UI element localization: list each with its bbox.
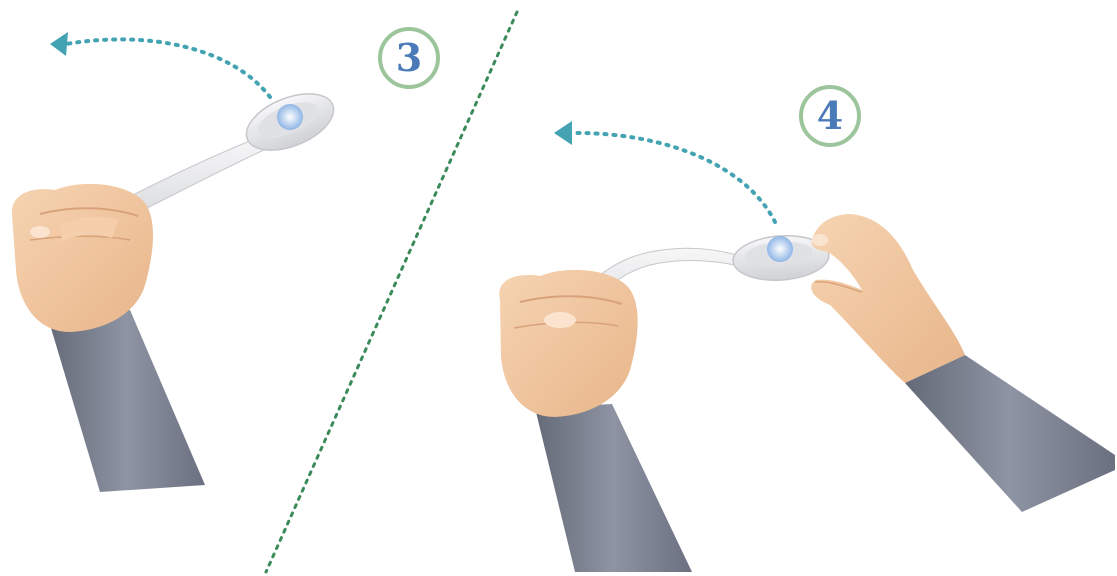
medicine-icon bbox=[767, 236, 793, 262]
step-3-scene bbox=[12, 32, 342, 492]
step-number-label: 4 bbox=[817, 97, 843, 135]
step-number-badge: 4 bbox=[799, 85, 861, 147]
sleeve-icon bbox=[535, 404, 692, 572]
sleeve-icon bbox=[48, 310, 205, 492]
step-number-label: 3 bbox=[396, 39, 422, 77]
step-number-badge: 3 bbox=[378, 27, 440, 89]
hand-icon bbox=[811, 214, 965, 383]
hand-icon bbox=[12, 184, 153, 332]
curved-arrow-icon bbox=[66, 39, 270, 97]
arrow-head-icon bbox=[554, 121, 572, 145]
step-4-scene bbox=[499, 121, 1115, 572]
medicine-icon bbox=[277, 104, 303, 130]
sleeve-icon bbox=[905, 355, 1115, 512]
hand-icon bbox=[499, 270, 637, 417]
curved-arrow-icon bbox=[572, 133, 775, 222]
arrow-head-icon bbox=[50, 32, 68, 56]
